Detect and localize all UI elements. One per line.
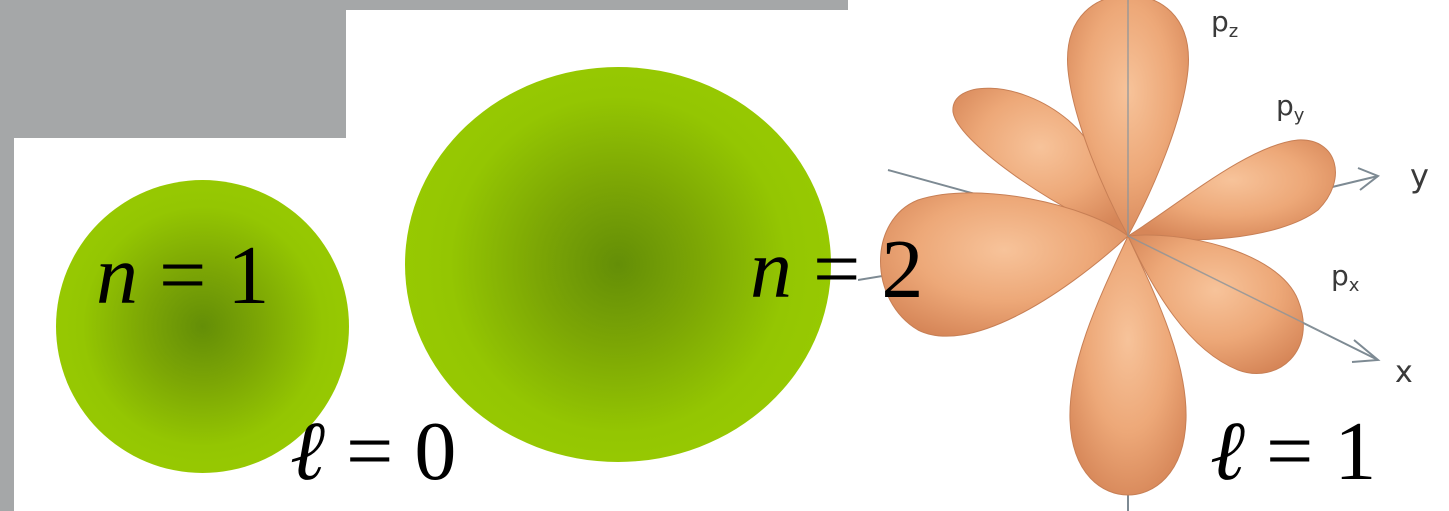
px-label: px xyxy=(1331,262,1359,295)
label-n-equals-1: n = 1 xyxy=(96,234,269,318)
py-label: py xyxy=(1276,92,1304,125)
gray-corner-block xyxy=(0,0,346,138)
y-axis-label: y xyxy=(1410,160,1429,192)
label-l-equals-1: ℓ = 1 xyxy=(1210,410,1376,494)
label-l-equals-0: ℓ = 0 xyxy=(290,410,456,494)
x-axis-label: x xyxy=(1395,358,1413,388)
gray-left-strip xyxy=(0,138,14,511)
label-n-equals-2: n = 2 xyxy=(750,228,923,312)
pz-label: pz xyxy=(1211,8,1238,41)
